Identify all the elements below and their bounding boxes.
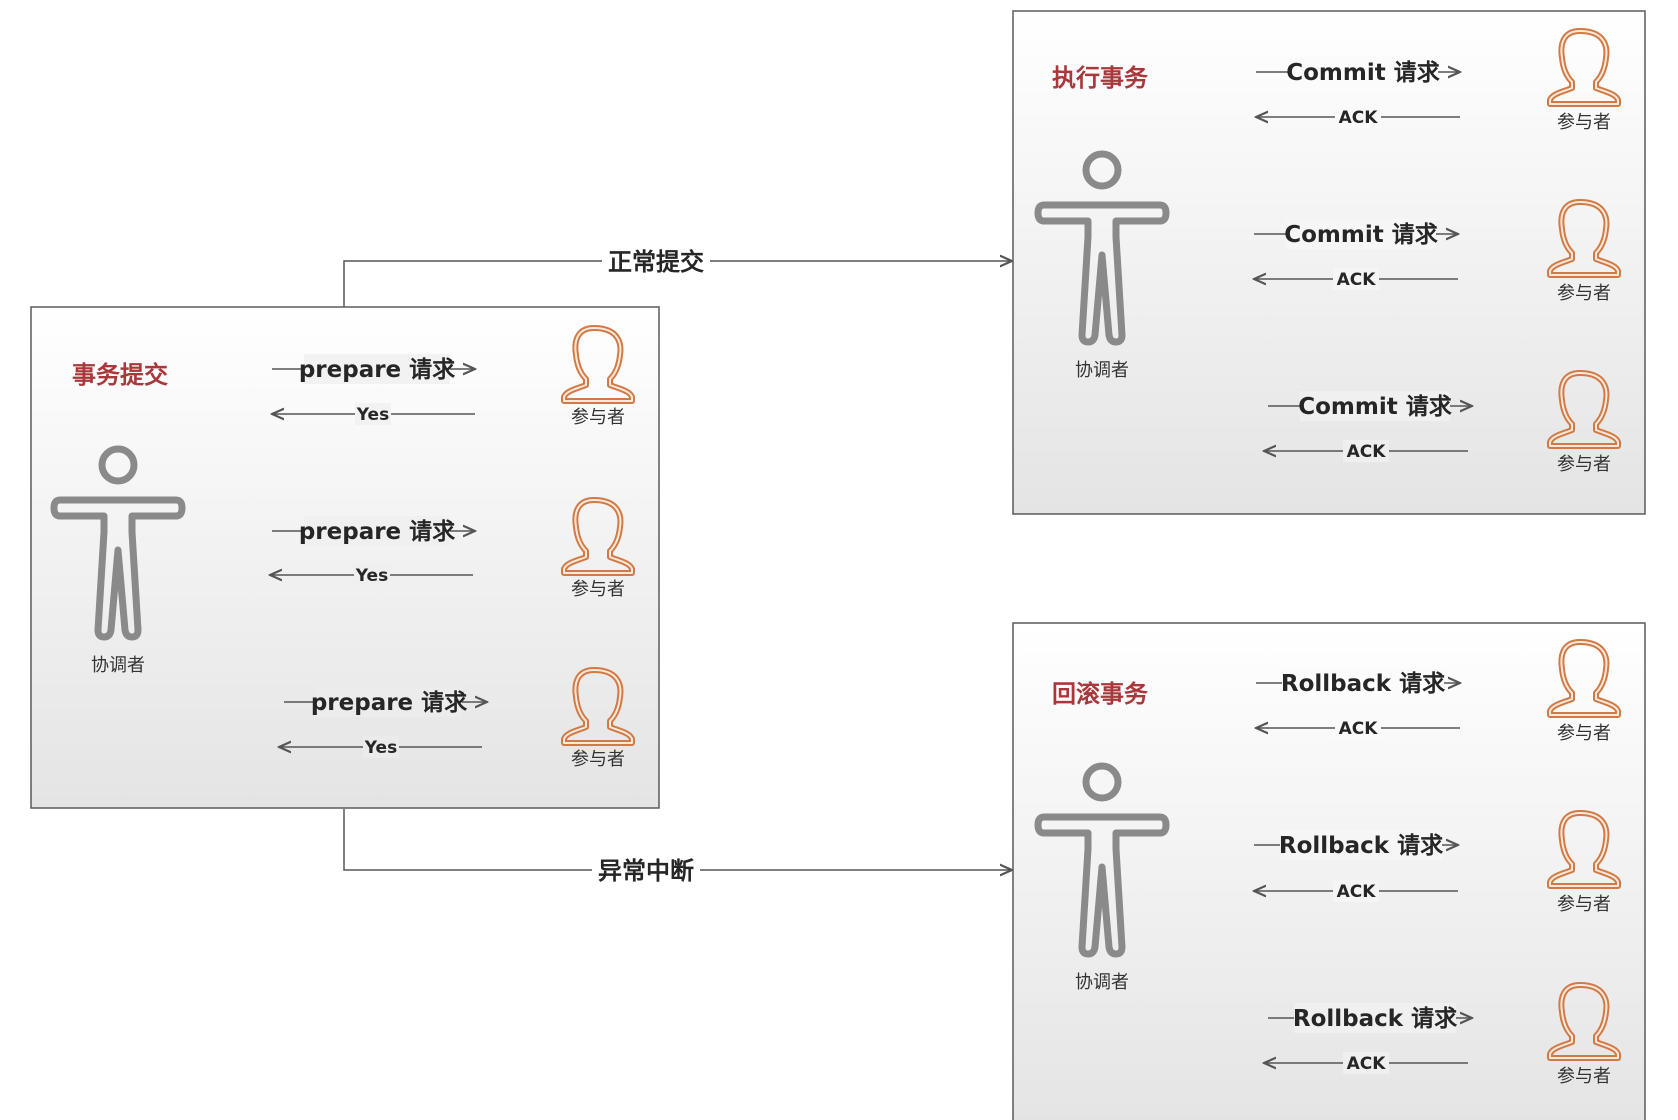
panel-title: 执行事务	[1052, 64, 1149, 92]
request-label: Rollback 请求	[1293, 1006, 1457, 1032]
request-label: Commit 请求	[1298, 394, 1452, 420]
participant-row: Commit 请求 ACK 参与者	[1254, 202, 1618, 304]
request-label: prepare 请求	[311, 690, 467, 716]
flow-normal: 正常提交	[343, 245, 1012, 307]
participant-label: 参与者	[1557, 283, 1611, 304]
participant-label: 参与者	[571, 579, 625, 600]
participant-row: Commit 请求 ACK 参与者	[1264, 373, 1618, 475]
participant-label: 参与者	[1557, 1066, 1611, 1087]
flow-normal-label: 正常提交	[608, 248, 704, 276]
panel-execute-transaction: 执行事务 协调者 Commit 请求 ACK 参与者 Commit 请求 ACK…	[1012, 10, 1646, 515]
participant-label: 参与者	[1557, 894, 1611, 915]
coordinator-label: 协调者	[1075, 972, 1129, 993]
response-label: Yes	[355, 566, 388, 586]
request-label: prepare 请求	[299, 519, 455, 545]
participant-label: 参与者	[1557, 454, 1611, 475]
participant-row: Rollback 请求 ACK 参与者	[1254, 813, 1618, 915]
response-label: ACK	[1339, 719, 1379, 739]
response-label: ACK	[1347, 442, 1387, 462]
response-label: ACK	[1339, 108, 1379, 128]
request-label: Rollback 请求	[1281, 671, 1445, 697]
response-label: ACK	[1347, 1054, 1387, 1074]
participant-row: Rollback 请求 ACK 参与者	[1256, 642, 1618, 744]
request-label: prepare 请求	[299, 357, 455, 383]
panel-transaction-commit: 事务提交 协调者 prepare 请求 Yes 参与者 prepare 请求 Y…	[30, 306, 660, 809]
coordinator-label: 协调者	[1075, 360, 1129, 381]
response-label: ACK	[1337, 882, 1377, 902]
participant-row: prepare 请求 Yes 参与者	[272, 328, 632, 428]
panel-rollback-transaction: 回滚事务 协调者 Rollback 请求 ACK 参与者 Rollback 请求…	[1012, 622, 1646, 1120]
request-label: Commit 请求	[1286, 60, 1440, 86]
participant-label: 参与者	[1557, 723, 1611, 744]
participant-label: 参与者	[1557, 112, 1611, 133]
participant-label: 参与者	[571, 407, 625, 428]
participant-row: Rollback 请求 ACK 参与者	[1264, 985, 1618, 1087]
flow-abort: 异常中断	[343, 809, 1012, 886]
coordinator-label: 协调者	[91, 655, 145, 676]
participant-row: Commit 请求 ACK 参与者	[1256, 31, 1618, 133]
panel-title: 事务提交	[72, 361, 168, 389]
response-label: Yes	[364, 738, 397, 758]
response-label: ACK	[1337, 270, 1377, 290]
flow-abort-label: 异常中断	[598, 857, 694, 885]
participant-row: prepare 请求 Yes 参与者	[270, 500, 632, 600]
participant-row: prepare 请求 Yes 参与者	[279, 670, 632, 770]
request-label: Rollback 请求	[1279, 833, 1443, 859]
response-label: Yes	[356, 405, 389, 425]
panel-title: 回滚事务	[1052, 680, 1149, 708]
participant-label: 参与者	[571, 749, 625, 770]
request-label: Commit 请求	[1284, 222, 1438, 248]
